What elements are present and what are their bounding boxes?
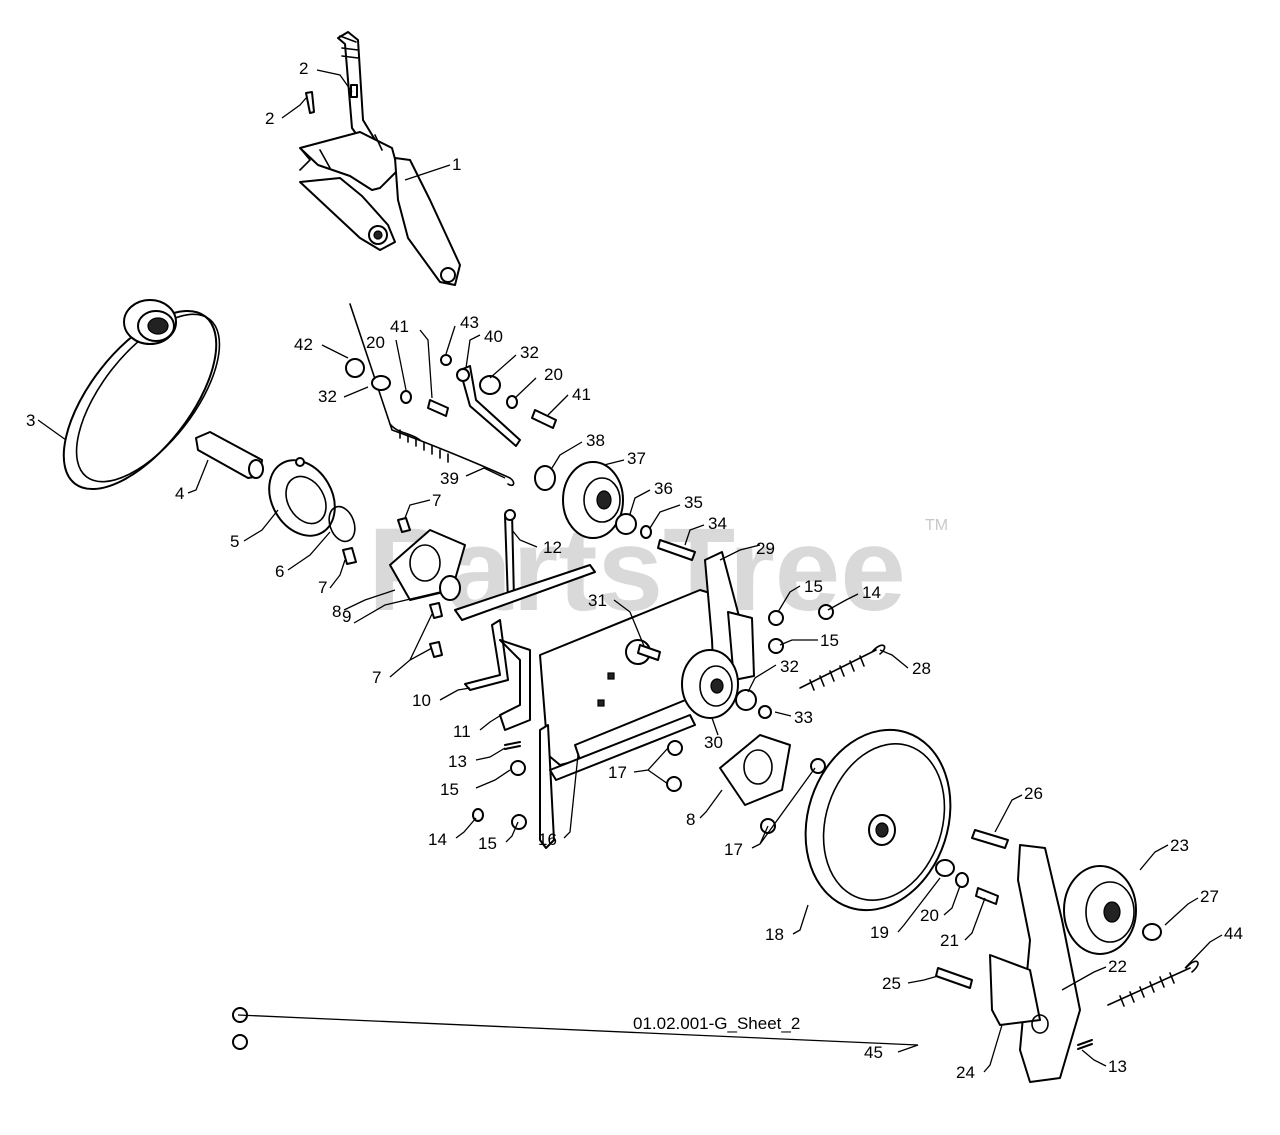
callout-30: 30 xyxy=(704,733,723,752)
callout-13: 13 xyxy=(448,752,467,771)
callout-16: 16 xyxy=(538,830,557,849)
part-10-11-bracket xyxy=(464,619,531,731)
callout-40: 40 xyxy=(484,327,503,346)
part-6-snap-ring xyxy=(328,505,356,543)
callout-17: 17 xyxy=(608,763,627,782)
callout-7: 7 xyxy=(432,491,441,510)
callout-15: 15 xyxy=(440,780,459,799)
watermark-trademark: TM xyxy=(925,517,948,534)
callout-11: 11 xyxy=(453,722,471,741)
callout-23: 23 xyxy=(1170,836,1189,855)
part-9-bushing xyxy=(439,575,461,601)
part-44-spring xyxy=(1107,960,1199,1007)
callout-27: 27 xyxy=(1200,887,1219,906)
drawing-reference: 01.02.001-G_Sheet_2 xyxy=(633,1014,800,1033)
callout-12: 12 xyxy=(543,538,562,557)
callout-19: 19 xyxy=(870,923,889,942)
part-40-rod xyxy=(456,365,521,447)
callout-29: 29 xyxy=(756,539,775,558)
callout-8: 8 xyxy=(686,810,695,829)
callout-32: 32 xyxy=(520,343,539,362)
callout-31: 31 xyxy=(588,591,607,610)
callout-22: 22 xyxy=(1108,957,1127,976)
part-3-drive-disc xyxy=(62,299,221,491)
callout-20: 20 xyxy=(920,906,939,925)
part-7-bolts xyxy=(342,517,443,658)
callout-15: 15 xyxy=(478,834,497,853)
callout-21: 21 xyxy=(940,931,959,950)
callout-28: 28 xyxy=(912,659,931,678)
callout-44: 44 xyxy=(1224,924,1243,943)
part-36-washer xyxy=(615,513,637,535)
callout-20: 20 xyxy=(544,365,563,384)
part-34-bolt xyxy=(657,539,696,561)
callout-32: 32 xyxy=(318,387,337,406)
callout-leaders xyxy=(37,69,1223,1073)
callout-2: 2 xyxy=(265,109,274,128)
callout-42: 42 xyxy=(294,335,313,354)
callout-7: 7 xyxy=(318,578,327,597)
small-hardware xyxy=(232,354,1162,1050)
callout-7: 7 xyxy=(372,668,381,687)
part-38-collar xyxy=(534,465,556,491)
callout-33: 33 xyxy=(794,708,813,727)
callout-18: 18 xyxy=(765,925,784,944)
part-18-large-pulley xyxy=(804,728,952,912)
callout-14: 14 xyxy=(428,830,447,849)
part-23-pulley xyxy=(1063,865,1137,955)
callout-3: 3 xyxy=(26,411,35,430)
callout-24: 24 xyxy=(956,1063,975,1082)
callout-38: 38 xyxy=(586,431,605,450)
callout-32: 32 xyxy=(780,657,799,676)
callout-13: 13 xyxy=(1108,1057,1127,1076)
callout-15: 15 xyxy=(804,577,823,596)
part-8b-bearing-flange xyxy=(719,734,791,806)
callout-4: 4 xyxy=(175,484,184,503)
callout-1: 1 xyxy=(452,155,461,174)
callout-6: 6 xyxy=(275,562,284,581)
callout-34: 34 xyxy=(708,514,727,533)
callout-25: 25 xyxy=(882,974,901,993)
part-shift-lever-assembly xyxy=(299,31,461,286)
callout-9: 9 xyxy=(342,607,351,626)
callout-37: 37 xyxy=(627,449,646,468)
part-4-shaft xyxy=(195,431,264,479)
callout-45: 45 xyxy=(864,1043,883,1062)
part-37-pulley xyxy=(562,461,624,539)
callout-36: 36 xyxy=(654,479,673,498)
callout-17: 17 xyxy=(724,840,743,859)
callout-20: 20 xyxy=(366,333,385,352)
callout-39: 39 xyxy=(440,469,459,488)
callout-15: 15 xyxy=(820,631,839,650)
callout-14: 14 xyxy=(862,583,881,602)
part-5-hub-bearing xyxy=(268,457,336,537)
callout-41: 41 xyxy=(390,317,409,336)
part-28-spring xyxy=(799,644,886,691)
part-12-rod xyxy=(454,509,596,621)
callout-labels: 2 2 1 42 20 41 43 40 32 20 32 41 3 4 39 … xyxy=(26,59,1243,1082)
part-30-idler-pulley xyxy=(681,649,739,719)
callout-35: 35 xyxy=(684,493,703,512)
part-39-spring xyxy=(349,303,515,487)
callout-43: 43 xyxy=(460,313,479,332)
callout-8: 8 xyxy=(332,602,341,621)
callout-26: 26 xyxy=(1024,784,1043,803)
callout-5: 5 xyxy=(230,532,239,551)
callout-41: 41 xyxy=(572,385,591,404)
part-22-bracket xyxy=(989,844,1081,1083)
callout-2: 2 xyxy=(299,59,308,78)
callout-10: 10 xyxy=(412,691,431,710)
